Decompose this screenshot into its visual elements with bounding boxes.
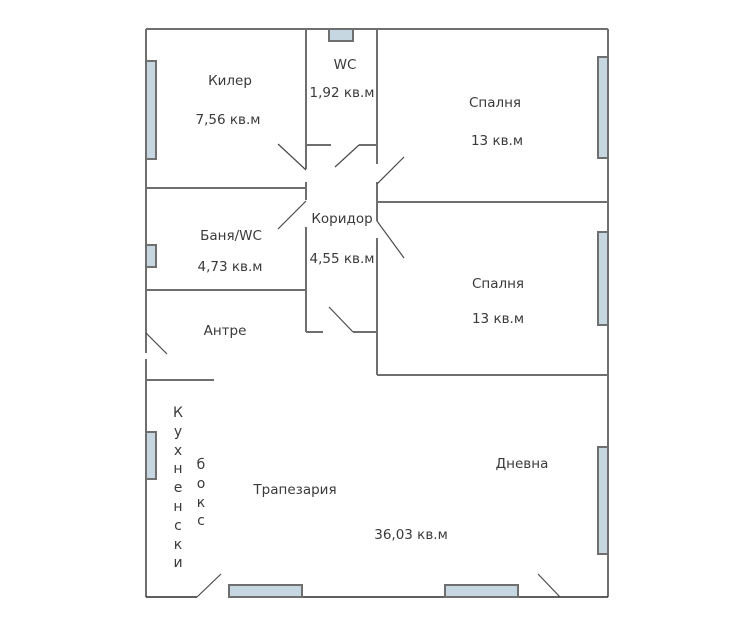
room-name-dining: Трапезария <box>253 482 337 498</box>
room-area-wc: 1,92 кв.м <box>309 85 375 101</box>
room-name-living: Дневна <box>495 456 549 472</box>
room-name-bedroom2: Спалня <box>471 276 525 292</box>
door-kitchen-bottom <box>196 573 222 598</box>
room-area-bath: 4,73 кв.м <box>197 259 263 275</box>
room-name-bedroom1: Спалня <box>468 95 522 111</box>
room-area-dining: 36,03 кв.м <box>374 527 448 543</box>
room-name-kiler: Килер <box>208 73 252 89</box>
room-name-kitchen: Кухненски <box>173 405 183 572</box>
room-area-bedroom2: 13 кв.м <box>471 311 525 327</box>
door-bath <box>277 200 307 230</box>
room-area-corridor: 4,55 кв.м <box>309 251 375 267</box>
door-kiler <box>277 143 307 171</box>
room-name-entrance: Антре <box>203 323 247 339</box>
window-kiler <box>145 60 157 160</box>
room-area-bedroom1: 13 кв.м <box>470 133 524 149</box>
room-name-kitchen-2: бокс <box>196 457 206 530</box>
window-bath <box>145 244 157 268</box>
door-wc <box>334 144 360 168</box>
window-living <box>597 446 609 555</box>
window-kitchen <box>145 431 157 480</box>
room-name-corridor: Коридор <box>311 211 373 227</box>
door-living-bottom <box>537 573 561 598</box>
window-bedroom2 <box>597 231 609 326</box>
room-name-wc: WC <box>333 57 357 73</box>
door-bedroom2 <box>376 220 405 259</box>
door-bedroom1 <box>376 156 405 185</box>
door-entrance <box>145 332 168 355</box>
window-bedroom1 <box>597 56 609 159</box>
room-area-kiler: 7,56 кв.м <box>195 112 261 128</box>
door-corridor-bottom <box>328 306 354 333</box>
window-living-bottom <box>444 584 519 598</box>
window-dining <box>228 584 303 598</box>
window-wc <box>328 28 354 42</box>
room-name-bath: Баня/WC <box>200 228 262 244</box>
